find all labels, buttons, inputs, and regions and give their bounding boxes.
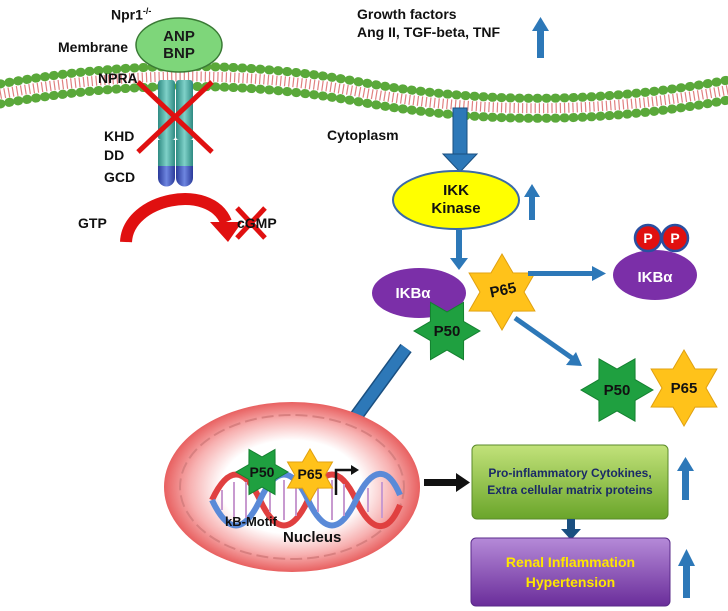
free-p65-label: P65 bbox=[670, 379, 698, 397]
nuclear-p50-label: P50 bbox=[249, 464, 275, 480]
phospho-ikba-label: IKBα bbox=[637, 268, 673, 286]
gtp-label: GTP bbox=[78, 215, 107, 231]
phospho-ikba-ellipse bbox=[613, 250, 697, 300]
complex-to-free-dimer-arrow bbox=[513, 315, 582, 366]
npra-blocked-cross bbox=[136, 80, 214, 154]
cytokines-increase-arrow bbox=[677, 457, 694, 500]
ikk-kinase-text: IKK Kinase bbox=[400, 180, 512, 220]
dna-helix bbox=[209, 470, 403, 530]
kb-motif-label: kB-Motif bbox=[225, 514, 277, 529]
p50-complex-star bbox=[413, 301, 481, 361]
ikk-label: IKK bbox=[443, 182, 469, 199]
npra-receptor bbox=[158, 80, 193, 187]
p50-complex-label: P50 bbox=[433, 322, 461, 340]
npr1-superscript: -/- bbox=[142, 6, 152, 16]
renal-box-shape bbox=[470, 537, 671, 607]
khd-label: KHD bbox=[104, 128, 135, 144]
ikba-complex-ellipse bbox=[372, 268, 466, 318]
ikba-complex-label: IKBα bbox=[395, 284, 431, 302]
nuclear-p65-label: P65 bbox=[297, 466, 323, 482]
dd-label: DD bbox=[104, 147, 125, 163]
nuclear-p65-star bbox=[286, 448, 334, 502]
renal-box-text: Renal Inflammation Hypertension bbox=[471, 538, 670, 606]
anp-label: ANP bbox=[163, 28, 195, 45]
phosphate-2-label: P bbox=[670, 230, 680, 246]
membrane-label: Membrane bbox=[58, 39, 129, 55]
cytokines-line1: Pro-inflammatory Cytokines, bbox=[488, 466, 652, 480]
phosphate-1-label: P bbox=[643, 230, 653, 246]
free-p50-label: P50 bbox=[603, 381, 631, 399]
renal-increase-arrow bbox=[678, 549, 695, 598]
ikk-to-complex-arrow bbox=[450, 230, 468, 270]
ikk-kinase-ellipse bbox=[392, 170, 520, 230]
anp-bnp-ellipse bbox=[135, 17, 223, 73]
nuclear-p50-star bbox=[235, 448, 289, 496]
npr1-label: Npr1-/- bbox=[111, 6, 151, 23]
growth-factors-increase-arrow bbox=[532, 17, 549, 58]
renal-line2: Hypertension bbox=[525, 574, 616, 590]
free-p50-star bbox=[580, 357, 654, 423]
cgmp-label: cGMP bbox=[237, 215, 277, 231]
cytokines-line2: Extra cellular matrix proteins bbox=[487, 483, 653, 497]
npr1-text: Npr1 bbox=[111, 6, 143, 23]
nucleus-to-cytokines-arrow bbox=[424, 473, 470, 492]
growth-factors-list-label: Ang II, TGF-beta, TNF bbox=[357, 24, 501, 40]
transcription-start-arrow bbox=[334, 465, 359, 495]
ikk-increase-arrow bbox=[524, 184, 540, 220]
npra-label: NPRA bbox=[98, 70, 138, 86]
signal-arrow-to-ikk bbox=[441, 107, 479, 173]
complex-to-pikba-arrow bbox=[528, 266, 606, 281]
cytoplasm-label: Cytoplasm bbox=[327, 127, 399, 143]
gtp-to-cgmp-arrow bbox=[120, 193, 242, 243]
cytokines-to-renal-arrow bbox=[561, 519, 581, 540]
bnp-label: BNP bbox=[163, 45, 195, 62]
anp-bnp-text: ANP BNP bbox=[137, 23, 221, 67]
phosphate-2-circle bbox=[660, 223, 690, 253]
growth-factors-label: Growth factors bbox=[357, 6, 457, 22]
cgmp-blocked-cross bbox=[235, 206, 267, 240]
cell-membrane bbox=[0, 62, 728, 123]
nucleus-label: Nucleus bbox=[283, 529, 342, 546]
cytokines-box-text: Pro-inflammatory Cytokines, Extra cellul… bbox=[472, 445, 668, 519]
gcd-label: GCD bbox=[104, 169, 136, 185]
free-p65-star bbox=[650, 349, 718, 427]
kinase-label: Kinase bbox=[431, 200, 481, 217]
renal-line1: Renal Inflammation bbox=[505, 554, 636, 570]
